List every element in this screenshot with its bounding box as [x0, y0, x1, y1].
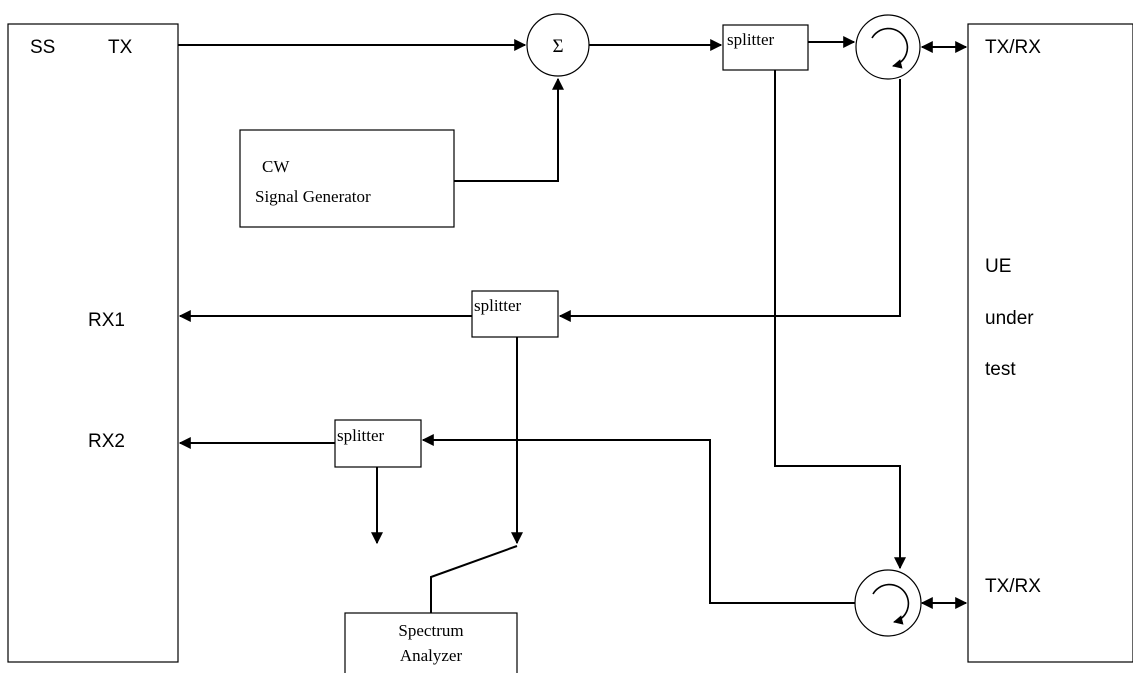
analyzer-label: Analyzer [400, 646, 463, 665]
ue-label-line3: test [985, 359, 1016, 380]
ue-label-line1: UE [985, 256, 1011, 277]
splitter-middle-label: splitter [474, 296, 522, 315]
cw-signal-generator: CW Signal Generator [239, 129, 455, 228]
ss-block: SS TX RX1 RX2 [7, 23, 179, 663]
ss-label: SS [30, 37, 55, 58]
cw-to-combiner-arrow [454, 77, 564, 182]
splitter-middle: splitter [471, 290, 559, 338]
sigma-symbol: Σ [552, 36, 563, 57]
circulator-bottom [854, 569, 922, 637]
ss-rx1-label: RX1 [88, 310, 125, 331]
splitter-lower: splitter [334, 419, 422, 468]
circulator-top [855, 14, 921, 80]
signal-generator-label: Signal Generator [255, 187, 371, 206]
circulator-to-lower-splitter-arrow [421, 434, 855, 604]
ue-txrx-top-label: TX/RX [985, 37, 1041, 58]
circulator-to-middle-splitter-arrow [558, 79, 901, 322]
splitter-to-bottom-circulator-arrow [774, 70, 906, 570]
switch-arm [430, 545, 518, 613]
ss-rx2-label: RX2 [88, 431, 125, 452]
ue-txrx-bottom-label: TX/RX [985, 576, 1041, 597]
spectrum-analyzer: Spectrum Analyzer [344, 612, 518, 673]
cw-label: CW [262, 157, 290, 176]
ue-block: TX/RX UE under test TX/RX [967, 23, 1133, 663]
signal-paths [178, 36, 968, 613]
splitter-lower-label: splitter [337, 426, 385, 445]
ss-tx-label: TX [108, 37, 133, 58]
spectrum-label: Spectrum [398, 621, 463, 640]
splitter-top-label: splitter [727, 30, 775, 49]
combiner-node: Σ [526, 13, 590, 77]
ue-label-line2: under [985, 308, 1034, 329]
splitter-top: splitter [722, 24, 809, 71]
